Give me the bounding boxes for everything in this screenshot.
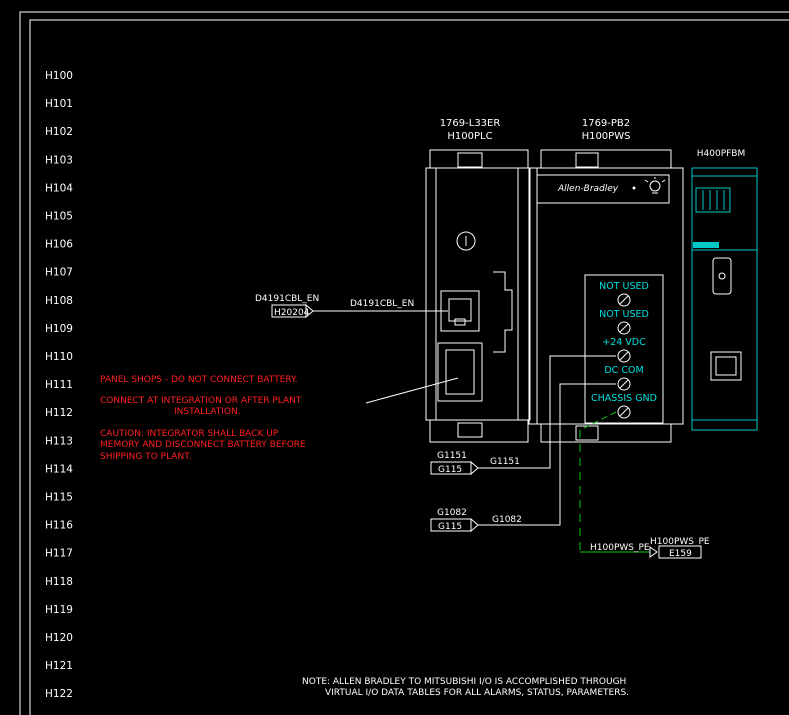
- wire-g1082[interactable]: G1082 G115 G1082: [430, 383, 616, 533]
- note-line-2: CONNECT AT INTEGRATION OR AFTER PLANT: [100, 396, 302, 406]
- psu-top-latch: [540, 149, 672, 169]
- terminal-label: DC COM: [604, 365, 643, 376]
- row-label: H102: [45, 126, 73, 138]
- note-line-6: SHIPPING TO PLANT.: [100, 452, 191, 462]
- row-label: H111: [45, 379, 73, 391]
- row-label: H105: [45, 211, 73, 223]
- cable-label: D4191CBL_EN: [255, 294, 319, 304]
- row-label: H121: [45, 660, 73, 672]
- row-label: H107: [45, 267, 73, 279]
- g1151-ref: G115: [438, 465, 462, 475]
- plc-tag: H100PLC: [447, 131, 492, 142]
- row-label: H106: [45, 239, 73, 251]
- row-label: H103: [45, 154, 73, 166]
- g1082-ref: G115: [438, 522, 462, 532]
- footer-note-line-1: NOTE: ALLEN BRADLEY TO MITSUBISHI I/O IS…: [302, 677, 626, 687]
- footer-note-line-2: VIRTUAL I/O DATA TABLES FOR ALL ALARMS, …: [325, 688, 629, 698]
- cable-ref: H20204: [274, 308, 310, 318]
- terminal-block: [584, 274, 664, 424]
- row-label: H119: [45, 604, 73, 616]
- row-label: H109: [45, 323, 73, 335]
- fieldbus-tag: H400PFBM: [697, 149, 746, 159]
- terminal-screw-icon[interactable]: [617, 321, 631, 335]
- row-label: H116: [45, 520, 73, 532]
- terminal-screw-icon[interactable]: [617, 405, 631, 419]
- row-label: H115: [45, 492, 73, 504]
- note-line-4: CAUTION: INTEGRATOR SHALL BACK UP: [100, 429, 279, 439]
- wire-g1151[interactable]: G1151 G115 G1151: [430, 355, 616, 476]
- g1082-label: G1082: [437, 508, 467, 518]
- sheet-inner-border: [29, 19, 789, 715]
- terminal-label: NOT USED: [599, 309, 649, 320]
- plc-bottom-latch: [429, 419, 529, 443]
- row-label: H110: [45, 351, 73, 363]
- row-label: H117: [45, 548, 73, 560]
- psu-tag: H100PWS: [582, 131, 631, 142]
- g1151-wire-label: G1151: [490, 457, 520, 467]
- fieldbus-ethernet-port-icon[interactable]: [710, 351, 742, 381]
- terminal-screw-icon[interactable]: [617, 293, 631, 307]
- terminal-label: CHASSIS GND: [591, 393, 657, 404]
- psu-led-icon: [632, 186, 636, 190]
- row-label: H113: [45, 435, 73, 447]
- psu-part-number: 1769-PB2: [582, 118, 630, 129]
- fieldbus-connector-icon: [695, 187, 731, 213]
- sheet-outer-border: [19, 11, 789, 715]
- battery-compartment[interactable]: [437, 342, 483, 402]
- pe-ref: E159: [669, 549, 692, 559]
- battery-notes: PANEL SHOPS - DO NOT CONNECT BATTERY. CO…: [100, 375, 306, 462]
- psu-module[interactable]: Allen-Bradley: [528, 149, 684, 443]
- g1082-wire-label: G1082: [492, 515, 522, 525]
- terminal-list: NOT USED NOT USED +24 VDC DC COM CHASSIS GND: [591, 281, 657, 419]
- fieldbus-module[interactable]: [691, 167, 758, 431]
- row-label: H114: [45, 463, 73, 475]
- psu-body: [528, 167, 684, 425]
- cable-wire-label: D4191CBL_EN: [350, 299, 414, 309]
- wire-pe-ground[interactable]: H100PWS_PE H100PWS_PE E159: [579, 411, 710, 559]
- row-label: H120: [45, 632, 73, 644]
- terminal-screw-icon[interactable]: [617, 349, 631, 363]
- pe-ref-box: [658, 545, 702, 559]
- pe-label: H100PWS_PE: [650, 537, 710, 547]
- row-label: H104: [45, 182, 73, 194]
- terminal-label: NOT USED: [599, 281, 649, 292]
- db9-port-icon[interactable]: [712, 257, 732, 295]
- row-label: H122: [45, 688, 73, 700]
- row-labels: H100H101H102H103H104H105H106H107H108H109…: [45, 70, 73, 700]
- psu-badge: [536, 174, 670, 204]
- terminal-label: +24 VDC: [602, 337, 646, 348]
- note-line-3: INSTALLATION.: [174, 407, 241, 417]
- plc-module[interactable]: [425, 149, 531, 443]
- plc-top-tab: [457, 152, 483, 168]
- terminal-screw-icon[interactable]: [617, 377, 631, 391]
- row-label: H108: [45, 295, 73, 307]
- light-bulb-icon: [644, 177, 666, 194]
- fieldbus-body: [691, 167, 758, 431]
- note-line-5: MEMORY AND DISCONNECT BATTERY BEFORE: [100, 440, 306, 450]
- row-label: H112: [45, 407, 73, 419]
- row-label: H101: [45, 98, 73, 110]
- plc-part-number: 1769-L33ER: [440, 118, 501, 129]
- psu-brand: Allen-Bradley: [557, 184, 619, 194]
- g1151-label: G1151: [437, 451, 467, 461]
- row-label: H100: [45, 70, 73, 82]
- fieldbus-label-plate: [693, 242, 719, 248]
- plc-keyswitch-icon: [456, 231, 476, 251]
- note-line-1: PANEL SHOPS - DO NOT CONNECT BATTERY.: [100, 375, 298, 385]
- row-label: H118: [45, 576, 73, 588]
- psu-bottom-latch: [540, 423, 672, 443]
- pe-wire-label: H100PWS_PE: [590, 543, 650, 553]
- ethernet-cable-connection[interactable]: D4191CBL_EN H20204 D4191CBL_EN: [255, 294, 448, 319]
- note-leader-line: [365, 377, 459, 404]
